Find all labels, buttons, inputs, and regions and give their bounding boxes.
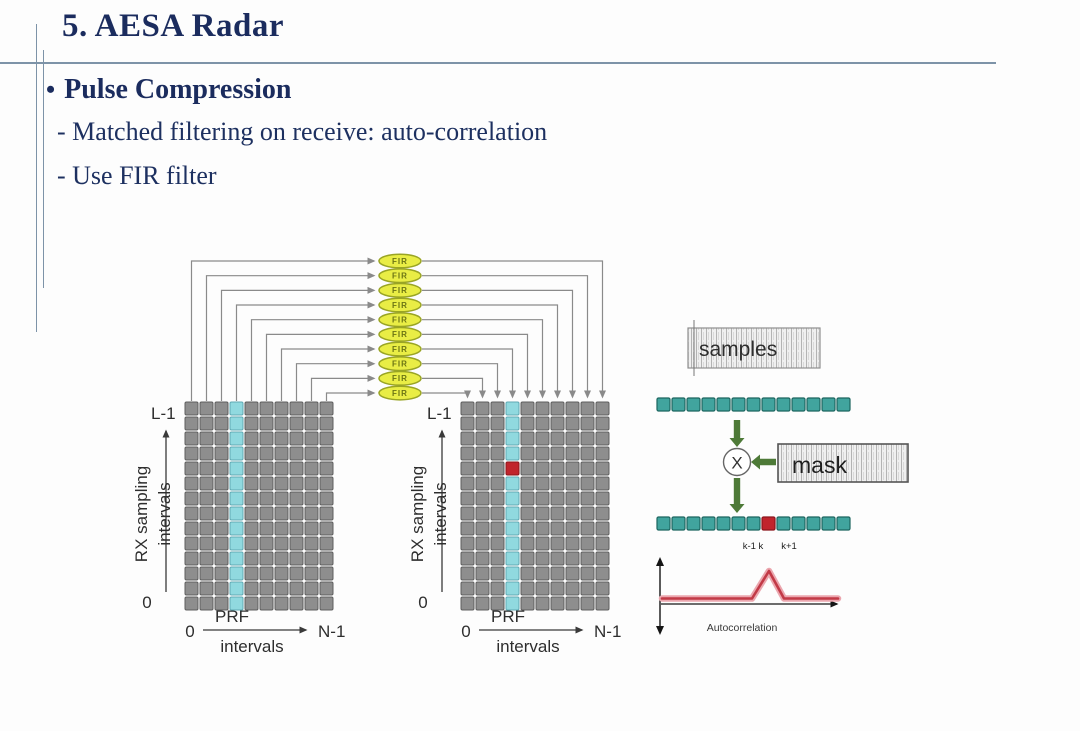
svg-text:PRF: PRF xyxy=(491,607,525,626)
svg-text:FIR: FIR xyxy=(392,257,408,266)
rx-sample-grid-left xyxy=(184,401,334,611)
sub-bullet-use-fir: - Use FIR filter xyxy=(57,161,217,190)
decor-vertical-line-outer xyxy=(36,24,37,332)
result-index-labels: k-1 k k+1 xyxy=(743,541,797,552)
svg-text:L-1: L-1 xyxy=(151,404,176,423)
svg-text:PRF: PRF xyxy=(215,607,249,626)
svg-text:0: 0 xyxy=(461,622,470,641)
svg-text:intervals: intervals xyxy=(155,482,174,545)
svg-text:N-1: N-1 xyxy=(318,622,345,641)
autocorrelation-plot: Autocorrelation xyxy=(656,557,842,635)
svg-text:mask: mask xyxy=(792,452,847,478)
mask-box: mask xyxy=(777,443,909,483)
svg-text:RX sampling: RX sampling xyxy=(132,466,151,562)
svg-text:X: X xyxy=(731,454,742,473)
svg-text:FIR: FIR xyxy=(392,315,408,324)
bullet-label: Pulse Compression xyxy=(64,74,292,105)
fir-filter-stack: FIR FIR FIR FIR FIR FIR FIR FIR FIR FIR xyxy=(378,253,422,401)
decor-vertical-line-inner xyxy=(43,50,44,288)
svg-text:Autocorrelation: Autocorrelation xyxy=(707,622,778,634)
svg-text:k+1: k+1 xyxy=(781,541,797,552)
title-rule xyxy=(0,62,996,64)
svg-text:L-1: L-1 xyxy=(427,404,452,423)
sample-vector-row xyxy=(656,397,851,412)
svg-text:intervals: intervals xyxy=(496,637,559,656)
svg-text:samples: samples xyxy=(699,338,777,361)
svg-text:RX sampling: RX sampling xyxy=(408,466,427,562)
samples-box: samples xyxy=(687,320,821,376)
svg-text:FIR: FIR xyxy=(392,301,408,310)
svg-text:intervals: intervals xyxy=(431,482,450,545)
rx-sample-grid-right xyxy=(460,401,610,611)
svg-text:FIR: FIR xyxy=(392,359,408,368)
fir-wiring xyxy=(190,257,606,401)
svg-text:FIR: FIR xyxy=(392,345,408,354)
slide-title: 5. AESA Radar xyxy=(62,8,284,44)
svg-text:FIR: FIR xyxy=(392,330,408,339)
svg-text:intervals: intervals xyxy=(220,637,283,656)
svg-text:FIR: FIR xyxy=(392,271,408,280)
svg-text:FIR: FIR xyxy=(392,374,408,383)
mask-multiply-flow: X xyxy=(722,420,776,513)
svg-text:0: 0 xyxy=(185,622,194,641)
svg-text:k-1 k: k-1 k xyxy=(743,541,764,552)
svg-text:0: 0 xyxy=(418,593,427,612)
svg-text:N-1: N-1 xyxy=(594,622,621,641)
bullet-marker: • xyxy=(46,75,56,104)
svg-text:0: 0 xyxy=(142,593,151,612)
result-vector-row xyxy=(656,516,851,531)
svg-text:FIR: FIR xyxy=(392,286,408,295)
sub-bullet-matched-filtering: - Matched filtering on receive: auto-cor… xyxy=(57,117,548,146)
svg-text:FIR: FIR xyxy=(392,389,408,398)
bullet-pulse-compression: • Pulse Compression xyxy=(46,74,292,106)
